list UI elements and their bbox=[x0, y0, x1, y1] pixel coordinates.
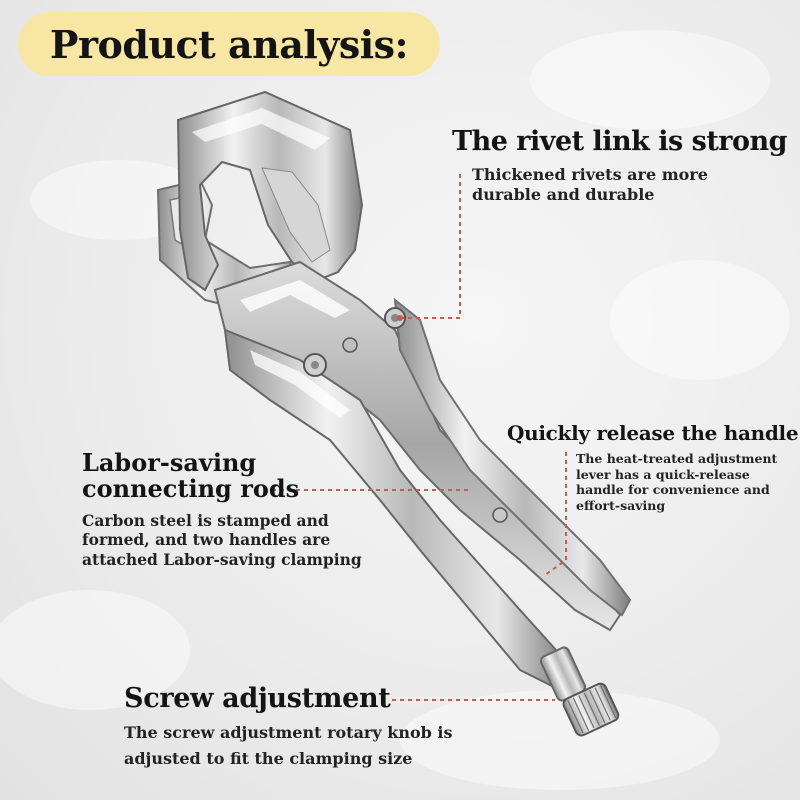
rivet-heading: The rivet link is strong bbox=[452, 126, 788, 157]
rivets bbox=[303, 307, 508, 523]
release-lever bbox=[393, 297, 632, 617]
labor-heading: Labor-saving connecting rods bbox=[82, 448, 300, 504]
leader-rivet bbox=[400, 172, 461, 319]
screw-description: The screw adjustment rotary knob is adju… bbox=[124, 723, 453, 768]
page-title: Product analysis: bbox=[49, 21, 409, 67]
release-heading: Quickly release the handle bbox=[507, 421, 799, 445]
screw-heading: Screw adjustment bbox=[124, 683, 391, 714]
front-u-jaw bbox=[176, 90, 364, 292]
labor-description: Carbon steel is stamped and formed, and … bbox=[82, 511, 362, 569]
leader-release bbox=[544, 452, 567, 576]
release-description: The heat-treated adjustment lever has a … bbox=[576, 451, 778, 513]
adjustment-screw bbox=[539, 646, 620, 737]
rivet-small bbox=[342, 337, 358, 353]
rivet-handle bbox=[492, 507, 508, 523]
leader-lines bbox=[272, 172, 567, 701]
title-banner: Product analysis: bbox=[18, 12, 440, 76]
leader-dots bbox=[397, 315, 403, 321]
rivet-description: Thickened rivets are more durable and du… bbox=[472, 165, 708, 204]
lower-handle bbox=[223, 328, 567, 692]
